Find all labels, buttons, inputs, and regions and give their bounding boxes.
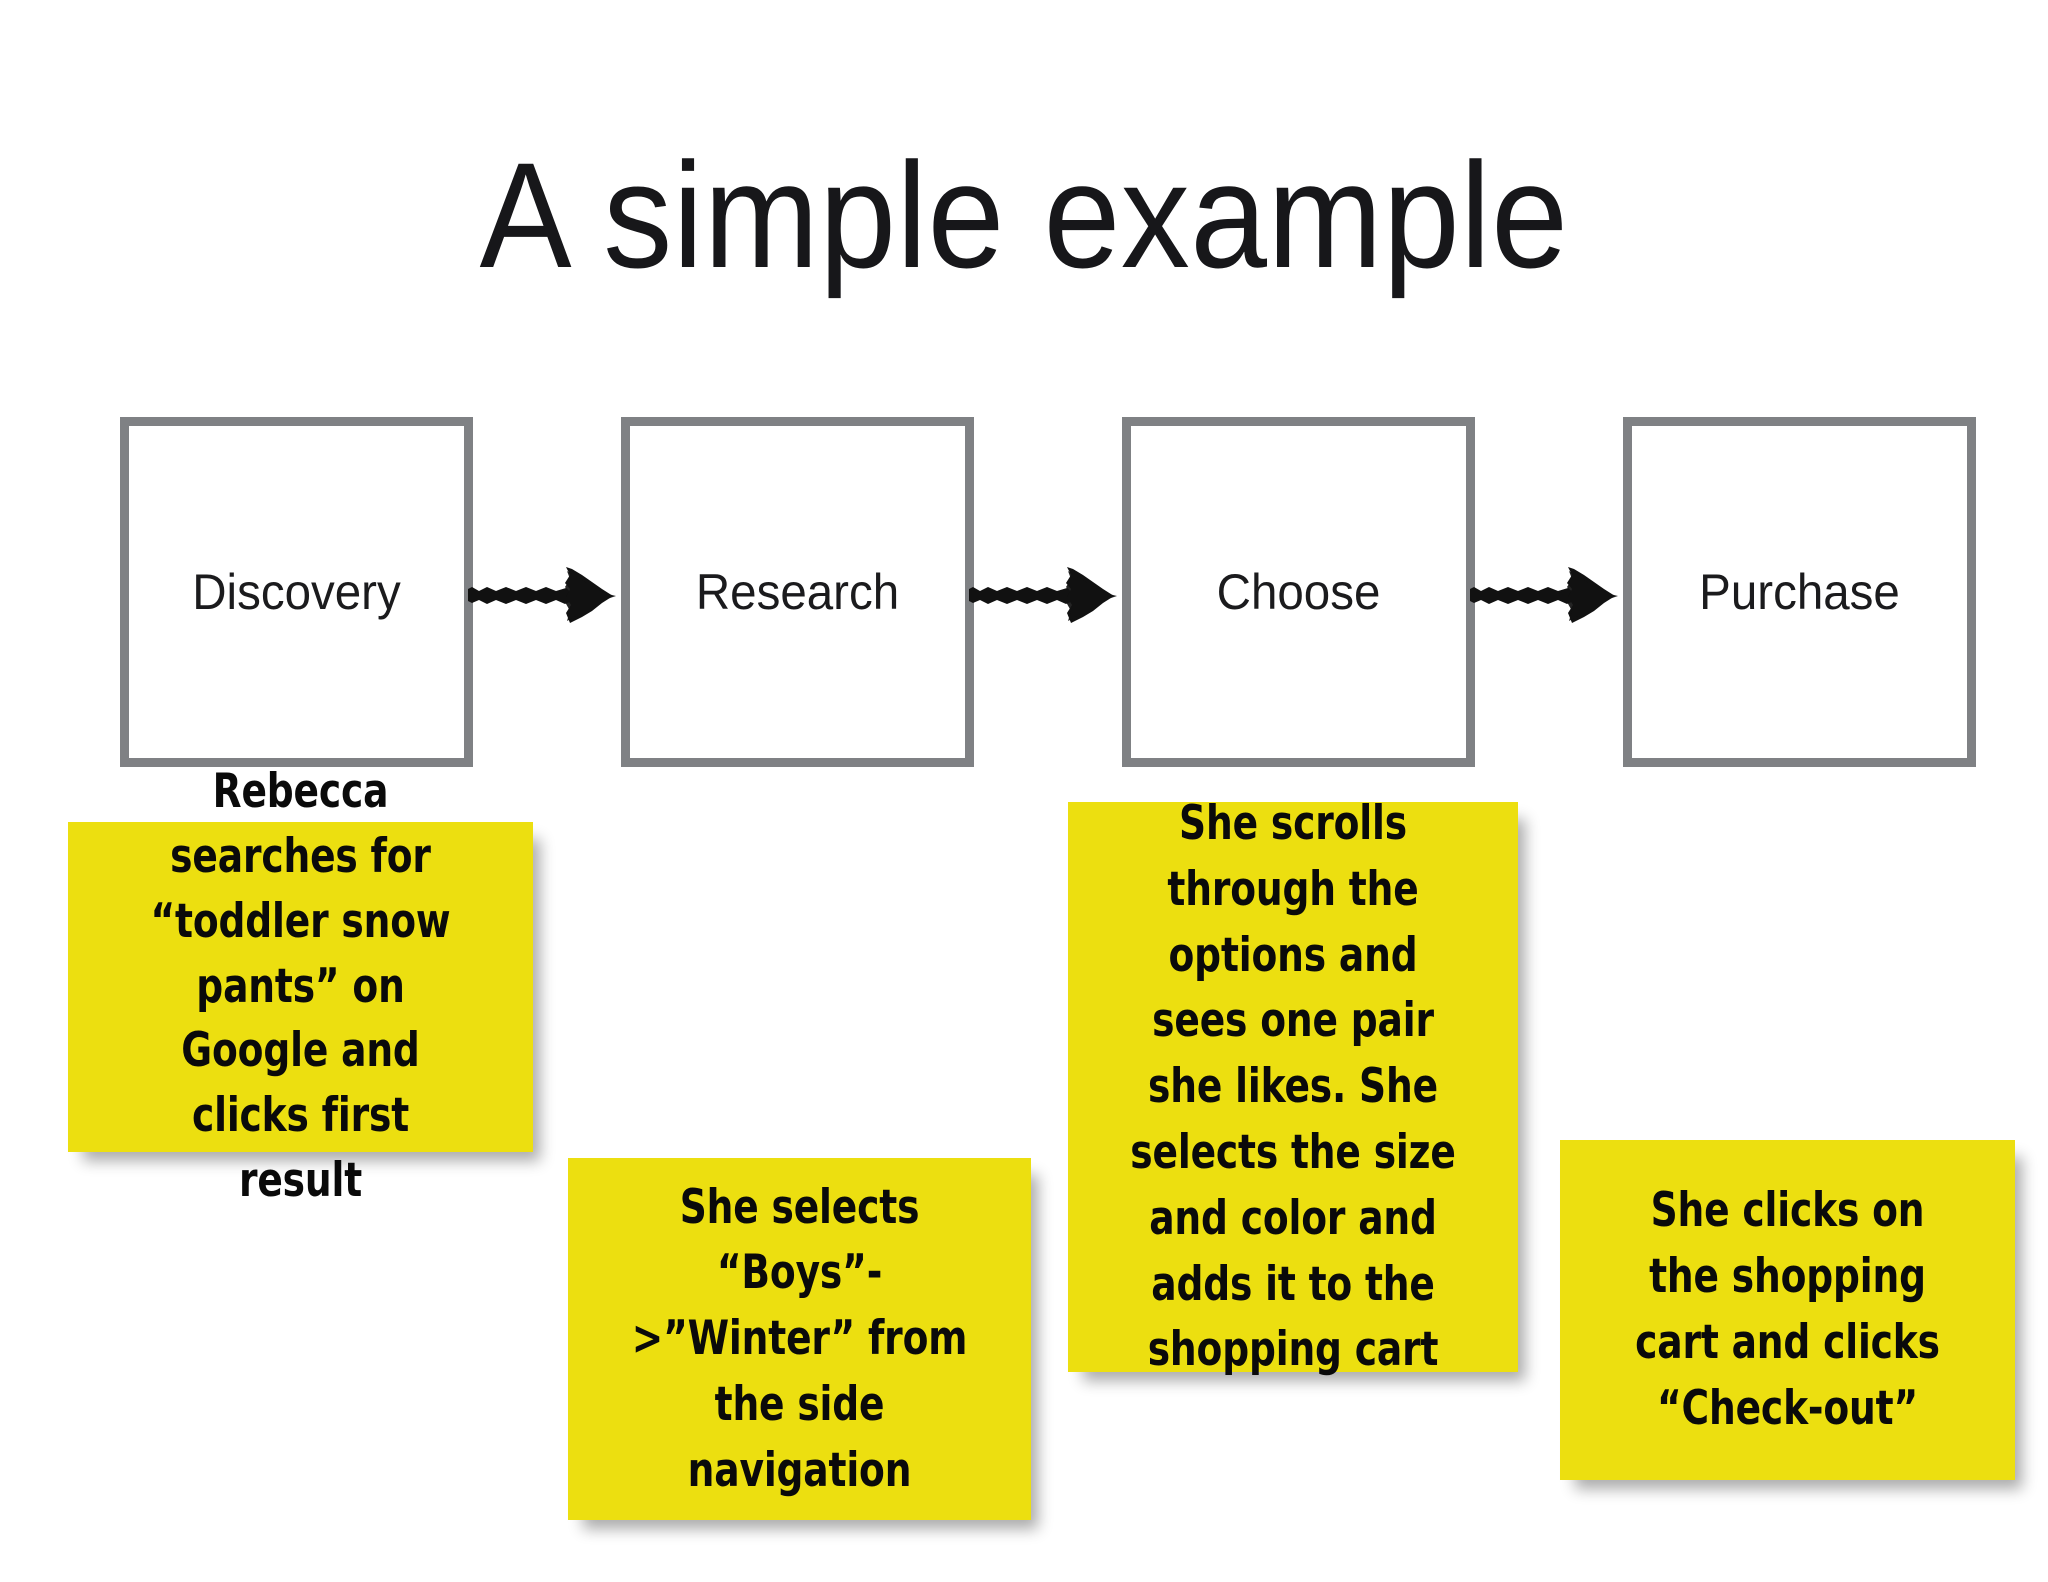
sticky-note-research-text: She selects “Boys”->”Winter” from the si…: [631, 1179, 968, 1498]
stage-label-choose: Choose: [1216, 564, 1381, 620]
sticky-note-discovery-text: Rebecca searches for “toddler snow pants…: [150, 764, 451, 1209]
sticky-note-research[interactable]: She selects “Boys”->”Winter” from the si…: [568, 1158, 1031, 1520]
sticky-note-purchase[interactable]: She clicks on the shopping cart and clic…: [1560, 1140, 2015, 1480]
sticky-note-choose[interactable]: She scrolls through the options and sees…: [1068, 796, 1518, 1377]
stage-box-discovery[interactable]: Discovery: [120, 417, 473, 767]
stage-label-discovery: Discovery: [192, 564, 401, 620]
sticky-note-discovery[interactable]: Rebecca searches for “toddler snow pants…: [68, 764, 533, 1208]
stage-box-research[interactable]: Research: [621, 417, 974, 767]
stage-box-choose[interactable]: Choose: [1122, 417, 1475, 767]
arrow-discovery-to-research-icon: [466, 545, 626, 645]
arrow-research-to-choose-icon: [967, 545, 1127, 645]
sticky-note-choose-text: She scrolls through the options and sees…: [1130, 795, 1456, 1378]
arrow-choose-to-purchase-icon: [1468, 545, 1628, 645]
stage-label-research: Research: [695, 564, 900, 620]
sticky-note-purchase-text: She clicks on the shopping cart and clic…: [1635, 1183, 1940, 1436]
page-title: A simple example: [479, 131, 1569, 299]
stage-box-purchase[interactable]: Purchase: [1623, 417, 1976, 767]
stage-label-purchase: Purchase: [1699, 564, 1900, 620]
